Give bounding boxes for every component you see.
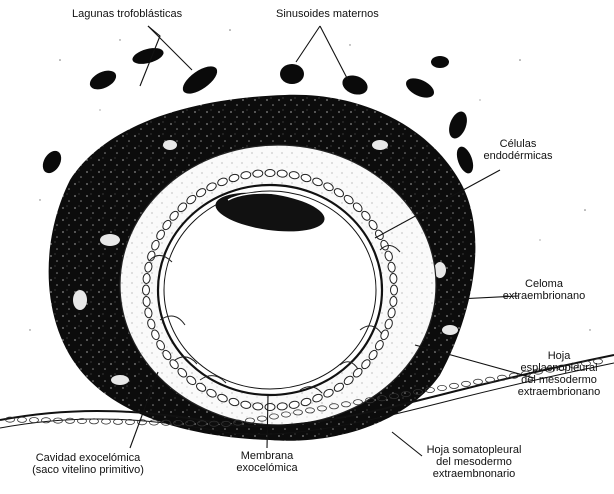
label-sinusoides-maternos: Sinusoides maternos [276,8,379,20]
label-hoja-esplacnopleural: Hoja esplacnopleural del mesodermo extra… [506,350,612,398]
epithelium-cell [18,417,27,422]
epithelium-cell [474,379,483,384]
label-somato-line2: del mesodermo [404,456,544,468]
epithelium-cell [438,385,447,390]
label-somato-line1: Hoja somatopleural [404,444,544,456]
label-celulas-endodermicas: Células endodérmicas [470,138,566,162]
epithelium-cell [42,418,51,423]
label-celoma-line2: extraembrionano [488,290,600,302]
epithelium-cell [450,383,459,388]
label-celoma-line1: Celoma [488,278,600,290]
label-esplacno-line4: extraembrionano [506,386,612,398]
label-esplacno-line1: Hoja [506,350,612,362]
endodermal-cell [252,402,263,410]
endodermal-cell [143,273,151,284]
endodermal-cell [389,296,397,307]
label-lagunas-trofoblasticas: Lagunas trofoblásticas [72,8,182,20]
epithelium-cell [102,419,111,424]
endodermal-cell [252,170,263,178]
epithelium-cell [114,419,123,424]
label-esplacno-line2: esplacnopleural [506,362,612,374]
epithelium-cell [90,419,99,424]
label-membrana-line1: Membrana [222,450,312,462]
label-membrana-exocelomica: Membrana exocelómica [222,450,312,474]
endodermal-cell [143,285,150,295]
endodermal-cell [265,170,275,177]
label-cavidad-line1: Cavidad exocelómica [8,452,168,464]
endodermal-cell [391,285,398,295]
epithelium-cell [462,381,471,386]
endodermal-cell [277,402,288,410]
label-cavidad-exocelomica: Cavidad exocelómica (saco vitelino primi… [8,452,168,476]
label-cavidad-line2: (saco vitelino primitivo) [8,464,168,476]
label-somato-line3: extraembnonario [404,468,544,480]
label-celulas-line1: Células [470,138,566,150]
epithelium-cell [30,418,39,423]
label-hoja-somatopleural: Hoja somatopleural del mesodermo extraem… [404,444,544,480]
endodermal-cell [143,296,151,307]
label-esplacno-line3: del mesodermo [506,374,612,386]
label-celoma: Celoma extraembrionano [488,278,600,302]
endodermal-cell [277,170,288,178]
endodermal-cell [389,273,397,284]
endodermal-cell [265,404,275,411]
epithelium-cell [66,418,75,423]
label-membrana-line2: exocelómica [222,462,312,474]
label-celulas-line2: endodérmicas [470,150,566,162]
